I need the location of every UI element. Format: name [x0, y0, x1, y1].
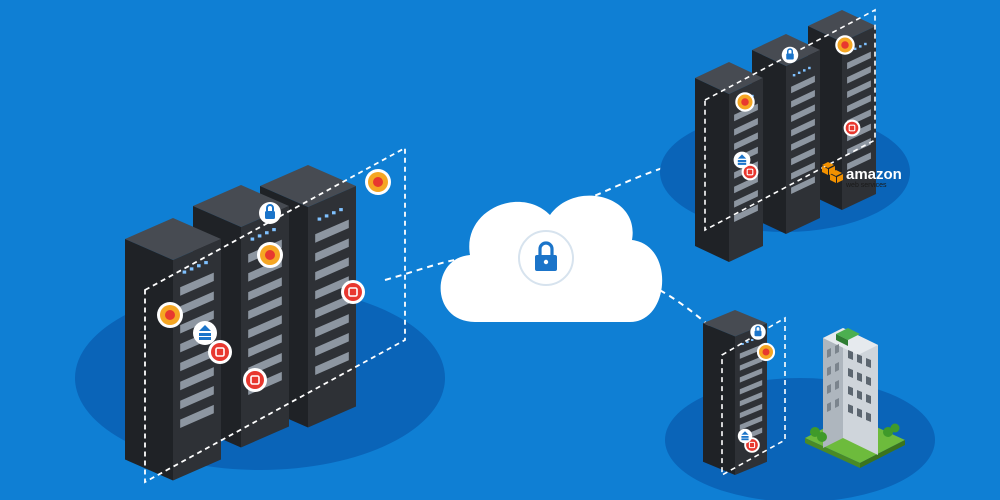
database-stack-icon — [193, 321, 217, 345]
amazon-logo: amazon web services — [822, 162, 902, 189]
sunburst-icon — [756, 342, 776, 362]
link-left — [384, 257, 466, 281]
aws-wordmark: amazon — [846, 166, 902, 183]
alert-icon — [340, 279, 366, 305]
sunburst-icon — [257, 242, 283, 268]
alert-icon — [207, 339, 233, 365]
office-site — [703, 310, 905, 477]
sunburst-icon — [157, 302, 183, 328]
datacenter-aws — [695, 8, 876, 262]
cloud — [440, 195, 663, 322]
lock-icon — [781, 46, 799, 64]
sunburst-icon — [735, 92, 755, 112]
tree — [810, 423, 900, 442]
lock-icon — [749, 323, 767, 341]
sunburst-icon — [365, 169, 391, 195]
database-stack-icon — [733, 151, 751, 169]
lock-icon — [535, 241, 557, 271]
office-building — [805, 328, 905, 468]
database-stack-icon — [737, 428, 753, 444]
sunburst-icon — [835, 35, 855, 55]
selection-frame-left — [144, 146, 406, 484]
datacenter-left — [125, 146, 406, 484]
selection-frame-aws — [704, 8, 876, 232]
lock-icon — [258, 201, 282, 225]
alert-icon — [242, 367, 268, 393]
aws-tagline: web services — [845, 182, 887, 189]
alert-icon — [843, 119, 861, 137]
aws-cubes-icon — [822, 162, 843, 183]
